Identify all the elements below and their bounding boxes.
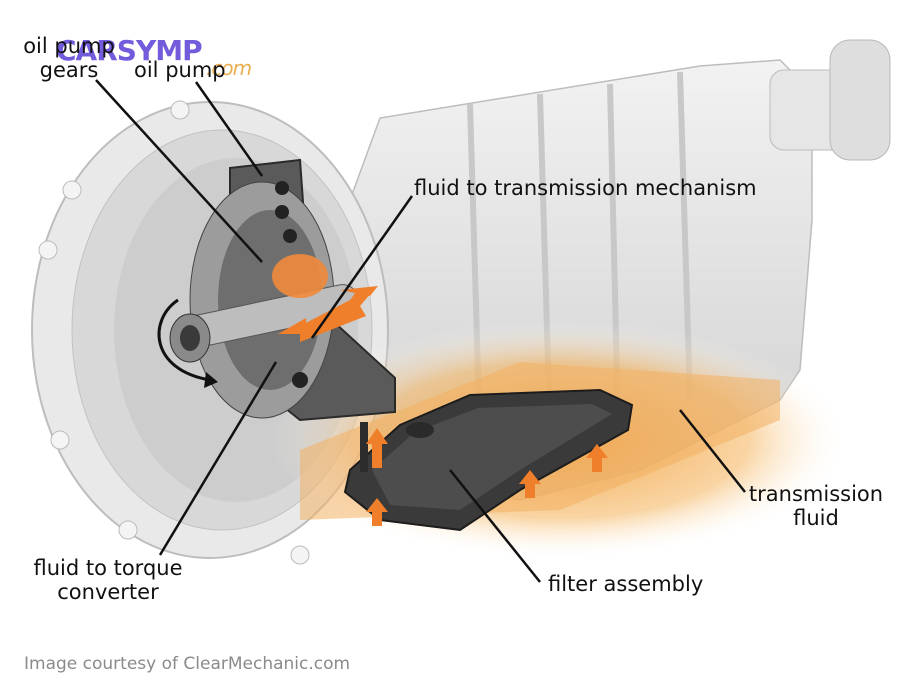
label-fluid-to-torque: fluid to torque converter (18, 556, 198, 604)
label-oil-pump: oil pump (134, 58, 226, 82)
label-fluid-to-torque-line2: converter (57, 580, 159, 604)
watermark-suffix: .com (206, 56, 252, 80)
leader-transmission-fluid (679, 409, 746, 493)
label-transmission-fluid-line1: transmission (748, 482, 884, 506)
leader-filter-assembly (449, 469, 541, 583)
label-filter-assembly: filter assembly (548, 572, 704, 596)
label-transmission-fluid-line2: fluid (793, 506, 839, 530)
image-credit: Image courtesy of ClearMechanic.com (24, 654, 351, 674)
up-arrow-2 (366, 498, 388, 526)
label-transmission-fluid: transmission fluid (736, 482, 896, 530)
leader-oil-pump (194, 81, 264, 177)
leader-lines (95, 79, 746, 583)
filter-assembly-shape (343, 388, 634, 532)
up-arrow-1 (366, 428, 388, 468)
label-fluid-to-transmission: fluid to transmission mechanism (414, 176, 757, 200)
label-fluid-to-torque-line1: fluid to torque (33, 556, 183, 580)
label-oil-pump-gears: oil pump gears (14, 34, 124, 82)
carsymp-watermark: CARSYMP .com (56, 34, 252, 80)
leader-oil-pump-gears (95, 79, 263, 263)
label-oil-pump-gears-line1: oil pump (23, 34, 115, 58)
oil-pump-assembly (157, 158, 396, 422)
watermark-main: CARSYMP (56, 34, 203, 67)
label-oil-pump-gears-line2: gears (39, 58, 99, 82)
leader-fluid-to-transmission (310, 195, 414, 339)
up-arrow-3 (519, 470, 541, 498)
up-arrow-4 (586, 444, 608, 472)
leader-fluid-to-torque (158, 361, 278, 556)
